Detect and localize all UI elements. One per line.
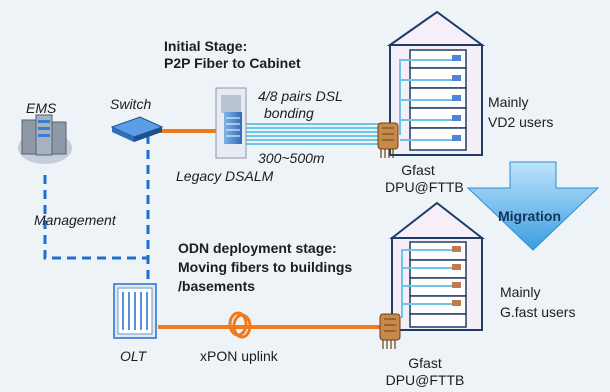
initial-stage-title: Initial Stage: P2P Fiber to Cabinet xyxy=(164,38,301,72)
dpu-top-icon xyxy=(377,122,399,158)
users-top-label: Mainly VD2 users xyxy=(488,94,553,131)
olt-label: OLT xyxy=(120,348,147,364)
gfast-bottom-line1: Gfast xyxy=(408,355,442,371)
dsl-bonded-lines xyxy=(246,123,385,145)
users-bottom-label: Mainly G.fast users xyxy=(500,284,575,321)
ems-server-icon xyxy=(18,114,72,164)
dsl-pairs-line1: 4/8 pairs DSL xyxy=(258,88,343,104)
users-bottom-line2: G.fast users xyxy=(500,303,576,320)
odn-stage-line3: /basements xyxy=(178,277,256,294)
dsl-pairs-label: 4/8 pairs DSL bonding xyxy=(258,88,343,122)
management-links xyxy=(43,135,150,285)
gfast-top-line1: Gfast xyxy=(401,162,435,178)
gfast-top-label: Gfast DPU@FTTB xyxy=(385,162,464,196)
users-bottom-line1: Mainly xyxy=(500,284,541,300)
odn-stage-line1: ODN deployment stage: xyxy=(178,240,337,256)
legacy-dslam-label: Legacy DSALM xyxy=(176,168,274,184)
dsl-pairs-line2: bonding xyxy=(264,104,314,121)
odn-stage-title: ODN deployment stage: Moving fibers to b… xyxy=(178,240,352,294)
migration-label: Migration xyxy=(498,208,561,224)
distance-label: 300~500m xyxy=(258,150,325,166)
olt-icon xyxy=(113,283,157,339)
dpu-bottom-icon xyxy=(379,313,401,349)
ems-label: EMS xyxy=(26,100,57,116)
migration-arrow-icon xyxy=(466,161,600,251)
initial-stage-line2: P2P Fiber to Cabinet xyxy=(164,54,301,71)
gfast-top-line2: DPU@FTTB xyxy=(385,178,464,195)
users-top-line2: VD2 users xyxy=(488,113,554,130)
gfast-bottom-line2: DPU@FTTB xyxy=(385,371,465,388)
building-bottom-icon xyxy=(389,201,485,331)
building-top-icon xyxy=(386,10,486,156)
dslam-cabinet-icon xyxy=(215,87,247,159)
management-label: Management xyxy=(34,212,116,228)
odn-stage-line2: Moving fibers to buildings xyxy=(178,258,353,275)
switch-icon xyxy=(110,116,164,142)
fiber-coil-icon xyxy=(228,311,252,339)
initial-stage-line1: Initial Stage: xyxy=(164,38,248,54)
xpon-label: xPON uplink xyxy=(200,348,278,364)
switch-label: Switch xyxy=(110,96,152,112)
gfast-bottom-label: Gfast DPU@FTTB xyxy=(380,355,470,389)
users-top-line1: Mainly xyxy=(488,94,529,110)
